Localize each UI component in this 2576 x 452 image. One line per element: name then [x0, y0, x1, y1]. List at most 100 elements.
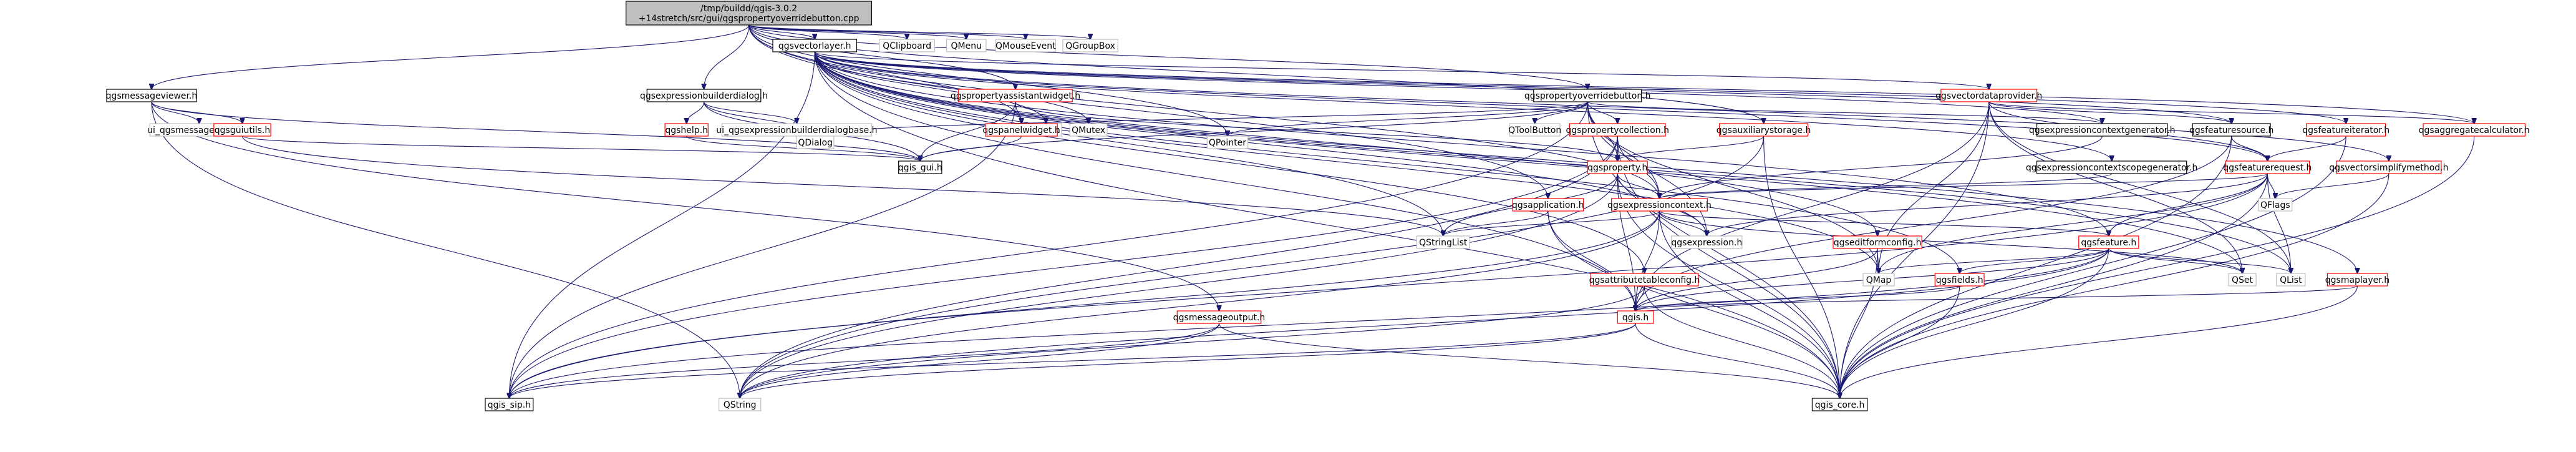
node-label-qgsproperty: qgsproperty.h: [1587, 163, 1647, 173]
edge-qgsvectorlayer-to-qlist: [814, 51, 2291, 273]
edge-qgsvectorlayer-to-qstringlist: [814, 51, 1443, 236]
node-box-qgis: [1617, 310, 1654, 324]
node-qgspropertyassistantwidget[interactable]: qgspropertyassistantwidget.h: [951, 89, 1080, 102]
node-box-qgsexpression: [1671, 235, 1743, 249]
edge-root-to-qgroupbox: [748, 24, 1090, 39]
node-root[interactable]: /tmp/buildd/qgis-3.0.2+14stretch/src/gui…: [626, 1, 873, 26]
node-label-qmutex: QMutex: [1072, 125, 1105, 135]
node-box-qgsauxiliarystorage: [1718, 123, 1809, 137]
node-label-qmap: QMap: [1866, 275, 1892, 285]
edge-qgsexpressioncontext-to-qgis_sip: [509, 210, 1660, 398]
node-qgsattributetableconfig[interactable]: qgsattributetableconfig.h: [1589, 273, 1700, 287]
edge-qgsproperty-to-qgis: [1617, 173, 1635, 311]
node-qgsauxiliarystorage[interactable]: qgsauxiliarystorage.h: [1717, 123, 1811, 137]
edge-qgsexpressioncontextscopegenerator-to-qgsexpressioncontext: [1659, 173, 2113, 199]
edge-qgsfeatureiterator-to-qgis_core: [1840, 135, 2346, 398]
node-box-qgis_sip: [485, 398, 534, 411]
node-qgsfeatureiterator[interactable]: qgsfeatureiterator.h: [2302, 123, 2390, 137]
edge-qgsvectordataprovider-to-qgsaggregatecalculator: [1988, 101, 2474, 124]
edge-qgsvectorlayer-to-qgsmaplayer: [814, 51, 2357, 273]
node-box-qgsmessageoutput: [1176, 310, 1262, 324]
edge-qgsvectorlayer-to-qgis_sip: [509, 51, 815, 398]
node-qgis_core[interactable]: qgis_core.h: [1811, 398, 1868, 411]
node-label-qgis: qgis.h: [1622, 313, 1649, 323]
node-qgshelp[interactable]: qgshelp.h: [664, 123, 709, 137]
node-label-qgsvectorsimplifymethod: qgsvectorsimplifymethod.h: [2329, 163, 2448, 173]
node-qgsapplication[interactable]: qgsapplication.h: [1512, 198, 1584, 212]
node-label-root: /tmp/buildd/qgis-3.0.2: [700, 4, 797, 14]
node-label-qgis_core: qgis_core.h: [1815, 400, 1865, 410]
node-qgsexpressionbuilderdialog[interactable]: qgsexpressionbuilderdialog.h: [640, 89, 768, 102]
edge-qgsvectorlayer-to-qgis: [814, 51, 1635, 311]
edge-qgspropertycollection-to-qgis_sip: [509, 135, 1618, 398]
edge-qgsguiutils-to-qgs_gui: [241, 135, 921, 161]
node-label-qgshelp: qgshelp.h: [665, 125, 708, 135]
node-box-qmouseevent: [995, 39, 1056, 52]
node-label-qstring: QString: [724, 400, 757, 410]
node-qgseditformconfig[interactable]: qgseditformconfig.h: [1833, 235, 1922, 249]
node-label-qgroupbox: QGroupBox: [1065, 41, 1115, 51]
edge-qgsmessageviewer-to-ui_qgsmessageviewer: [151, 101, 199, 124]
node-qgspropertycollection[interactable]: qgspropertycollection.h: [1566, 123, 1670, 137]
node-box-qtoolbutton: [1509, 123, 1561, 137]
node-qgspropertyoverridebutton[interactable]: qgspropertyoverridebutton.h: [1524, 89, 1651, 102]
node-qgsexpression: qgsexpression.h: [1671, 235, 1743, 249]
node-label-ui_qgsexpressionbuilderdialogbase: ui_qgsexpressionbuilderdialogbase.h: [716, 125, 877, 135]
edge-qgsmessageoutput-to-qgis_sip: [509, 323, 1220, 398]
edge-qgsapplication-to-qgis_core: [1547, 210, 1840, 398]
node-qgsfeaturesource[interactable]: qgsfeaturesource.h: [2189, 123, 2273, 137]
node-label-qgsexpressioncontextscopegenerator: qgsexpressioncontextscopegenerator.h: [2026, 163, 2198, 173]
node-qflags: QFlags: [2258, 198, 2293, 212]
edge-qgsfeaturerequest-to-qgis_core: [1840, 173, 2268, 398]
node-label-qgsauxiliarystorage: qgsauxiliarystorage.h: [1717, 125, 1811, 135]
node-qgis[interactable]: qgis.h: [1617, 310, 1654, 324]
node-label-qdialog: QDialog: [798, 138, 833, 148]
node-qgsvectorlayer[interactable]: qgsvectorlayer.h: [772, 39, 858, 52]
node-box-qgsfeaturerequest: [2225, 160, 2310, 174]
edge-qgsvectorlayer-to-qgsattributetableconfig: [814, 51, 1644, 273]
edge-qgsfeaturerequest-to-qmap: [1879, 173, 2268, 273]
edge-qgsvectorlayer-to-qgsexpressioncontextgenerator: [814, 51, 2102, 124]
node-qgsmessageviewer[interactable]: qgsmessageviewer.h: [106, 89, 198, 102]
edge-qgsproperty-to-qstring: [740, 173, 1618, 398]
node-qgsfields[interactable]: qgsfields.h: [1934, 273, 1985, 287]
node-box-qmap: [1862, 273, 1895, 287]
node-qgsvectordataprovider[interactable]: qgsvectordataprovider.h: [1935, 89, 2042, 102]
node-qgsmessageoutput[interactable]: qgsmessageoutput.h: [1173, 310, 1266, 324]
edge-qgspropertyoverridebutton-to-qgsexpressioncontextgenerator: [1587, 101, 2102, 124]
edge-qgsvectorlayer-to-qmap: [814, 51, 1879, 273]
edge-root-to-qgspropertyoverridebutton: [748, 24, 1588, 89]
node-qgs_gui[interactable]: qgis_gui.h: [898, 160, 942, 174]
node-label-qlist: QList: [2280, 275, 2302, 285]
node-box-qgis_core: [1811, 398, 1868, 411]
node-qgsmaplayer[interactable]: qgsmaplayer.h: [2325, 273, 2390, 287]
node-box-qgsfeatureiterator: [2306, 123, 2386, 137]
edge-qgsmessageviewer-to-qgs_gui: [151, 101, 920, 161]
node-qgsfeaturerequest[interactable]: qgsfeaturerequest.h: [2223, 160, 2312, 174]
node-box-qgspropertyoverridebutton: [1533, 89, 1642, 102]
node-qgsproperty[interactable]: qgsproperty.h: [1587, 160, 1648, 174]
node-label-qgspropertycollection: qgspropertycollection.h: [1566, 125, 1670, 135]
edge-qgsvectorlayer-to-qgsvectordataprovider: [814, 51, 1989, 89]
edge-qgsaggregatecalculator-to-qgis_core: [1840, 135, 2475, 398]
node-label-qstringlist: QStringList: [1419, 238, 1468, 248]
node-qgsexpressioncontext[interactable]: qgsexpressioncontext.h: [1607, 198, 1712, 212]
node-qgsguiutils[interactable]: qgsguiutils.h: [213, 123, 271, 137]
node-qgspanelwidget[interactable]: qgspanelwidget.h: [982, 123, 1060, 137]
node-box-qflags: [2258, 198, 2293, 212]
edge-qgsexpressionbuilderdialog-to-ui_qgsexpressionbuilderdialogbase: [704, 101, 797, 124]
node-qgis_sip[interactable]: qgis_sip.h: [485, 398, 534, 411]
edge-qgsexpressioncontext-to-qstringlist: [1443, 210, 1660, 236]
node-qgsexpressioncontextgenerator[interactable]: qgsexpressioncontextgenerator.h: [2029, 123, 2176, 137]
node-qgsvectorsimplifymethod[interactable]: qgsvectorsimplifymethod.h: [2329, 160, 2449, 174]
node-qgsfeature[interactable]: qgsfeature.h: [2078, 235, 2139, 249]
edge-root-to-qgspropertyassistantwidget: [748, 24, 1015, 89]
node-label-qgsexpressioncontext: qgsexpressioncontext.h: [1607, 200, 1712, 210]
node-qmenu: QMenu: [946, 39, 987, 52]
node-qgsexpressioncontextscopegenerator[interactable]: qgsexpressioncontextscopegenerator.h: [2026, 160, 2198, 174]
node-label-qgis_sip: qgis_sip.h: [488, 400, 531, 410]
edge-qgspanelwidget-to-qgs_gui: [920, 135, 1022, 161]
edge-qgsvectorsimplifymethod-to-qflags: [2275, 173, 2390, 199]
node-qgsaggregatecalculator[interactable]: qgsaggregatecalculator.h: [2419, 123, 2530, 137]
node-box-qgsvectorsimplifymethod: [2336, 160, 2442, 174]
